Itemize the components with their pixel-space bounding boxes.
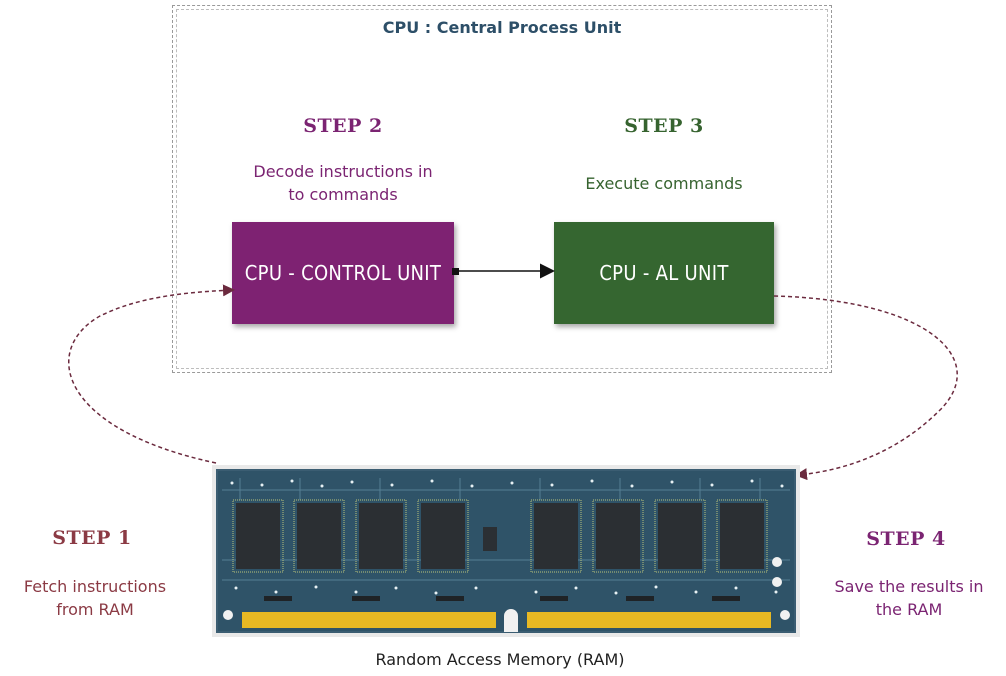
step-3-description: Execute commands: [585, 174, 743, 193]
step-3-title: STEP 3: [624, 115, 704, 137]
ram-label: Random Access Memory (RAM): [375, 650, 625, 669]
step-2-description-line-1: Decode instructions in: [253, 162, 433, 181]
control-unit-box: CPU - CONTROL UNIT: [232, 222, 454, 324]
step-1-description-line-2: from RAM: [56, 600, 134, 619]
cpu-frame: [172, 5, 832, 373]
step-4-title: STEP 4: [866, 528, 946, 550]
cu-to-alu-connector: [452, 263, 555, 279]
step-2-description: Decode instructions in to commands: [213, 160, 473, 206]
step-4-description: Save the results in the RAM: [804, 575, 1006, 621]
gold-contacts-left: [242, 612, 496, 628]
step-2-description-line-2: to commands: [288, 185, 398, 204]
gold-contacts-right: [527, 612, 771, 628]
ram-stick: [212, 465, 800, 637]
step-4-description-line-1: Save the results in: [834, 577, 984, 596]
cpu-title: CPU : Central Process Unit: [382, 18, 622, 37]
memory-chips: [232, 499, 768, 601]
step-1-description: Fetch instructions from RAM: [0, 575, 200, 621]
al-unit-box: CPU - AL UNIT: [554, 222, 774, 324]
step-4-description-line-2: the RAM: [875, 600, 943, 619]
step-2-title: STEP 2: [303, 115, 383, 137]
step-1-title: STEP 1: [52, 527, 132, 549]
save-dashed-path: [773, 295, 958, 481]
step-1-description-line-1: Fetch instructions: [23, 577, 167, 596]
fetch-dashed-path: [67, 284, 235, 464]
